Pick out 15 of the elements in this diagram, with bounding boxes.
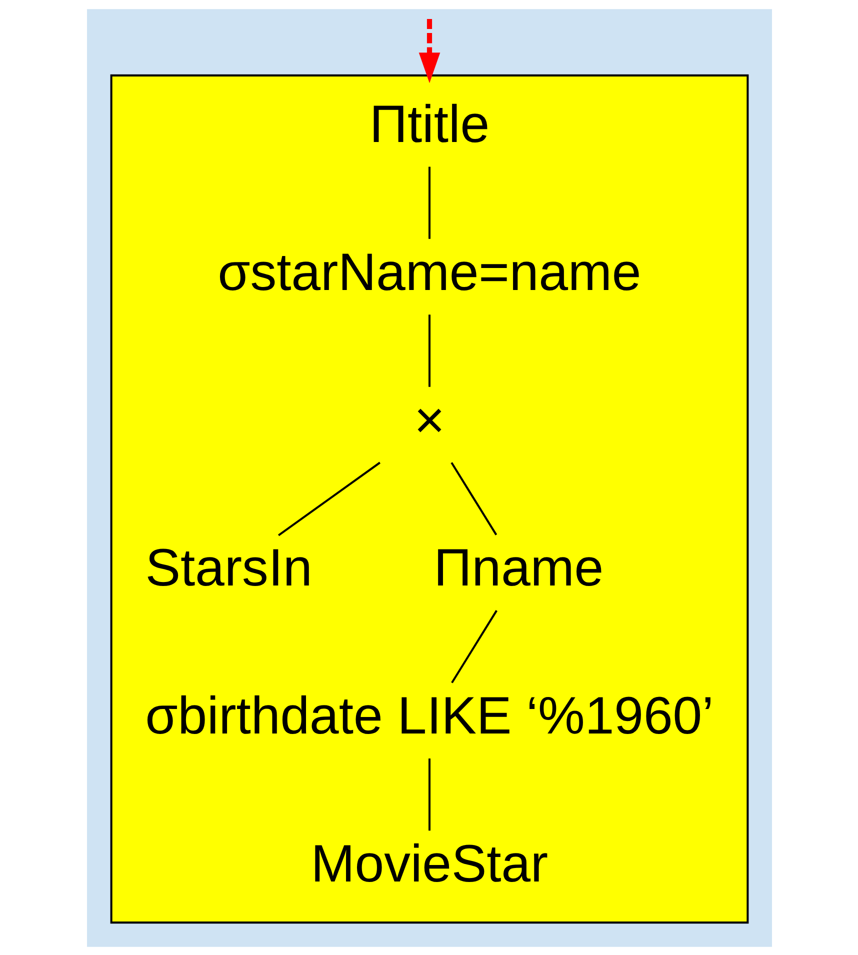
node-text: StarsIn (144, 538, 312, 598)
node-text: MovieStar (310, 834, 548, 894)
connector (450, 462, 497, 535)
cluster (110, 74, 748, 924)
connector (428, 166, 430, 238)
node-text: Πname (433, 538, 604, 598)
connector (450, 610, 497, 683)
node-text: × (414, 390, 444, 450)
connector (277, 461, 380, 536)
connector (428, 758, 430, 830)
node-text: Πtitle (368, 94, 490, 154)
arrow (418, 18, 440, 83)
node-text: σstarName=name (217, 242, 641, 302)
node-text: σbirthdate LIKE ‘%1960’ (144, 686, 714, 746)
connector (428, 314, 430, 386)
